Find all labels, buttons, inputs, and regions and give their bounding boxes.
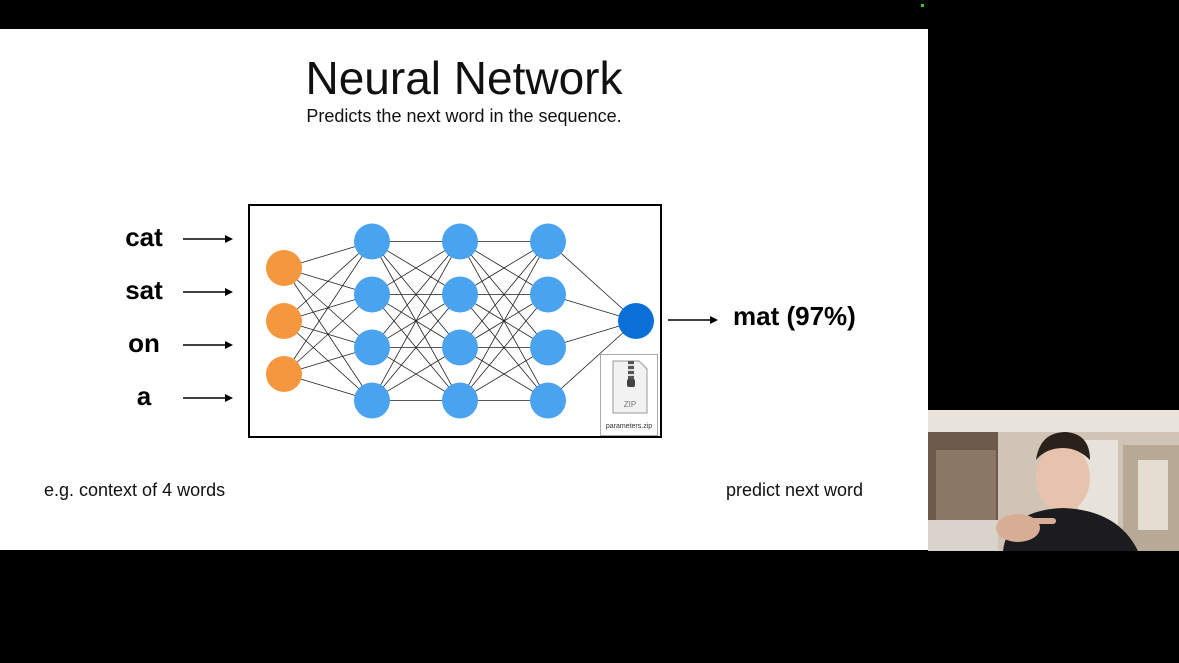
arrow-icon bbox=[183, 288, 233, 296]
hidden-node bbox=[530, 276, 566, 313]
status-indicator bbox=[921, 4, 924, 7]
zip-badge: ZIP bbox=[624, 400, 636, 409]
hidden-node bbox=[442, 382, 478, 419]
input-word-2: sat bbox=[125, 275, 163, 305]
network-edge bbox=[371, 241, 461, 348]
zip-file-icon: ZIP bbox=[612, 360, 648, 414]
slide-subtitle: Predicts the next word in the sequence. bbox=[306, 106, 622, 126]
hidden-node bbox=[442, 329, 478, 366]
hidden-node bbox=[354, 329, 390, 366]
network-edge bbox=[371, 241, 461, 401]
network-edge bbox=[371, 294, 461, 401]
parameters-file: ZIP parameters.zip bbox=[600, 354, 658, 436]
arrow-icon bbox=[183, 394, 233, 402]
input-node bbox=[266, 356, 302, 392]
network-edge bbox=[283, 241, 373, 375]
input-word-1: cat bbox=[125, 222, 163, 252]
context-note: e.g. context of 4 words bbox=[44, 480, 226, 500]
network-edge bbox=[283, 294, 373, 375]
network-edge bbox=[459, 241, 549, 348]
hidden-node bbox=[530, 382, 566, 419]
network-edge bbox=[283, 241, 373, 322]
hidden-node bbox=[354, 382, 390, 419]
network-edge bbox=[547, 320, 637, 401]
arrow-icon bbox=[668, 316, 718, 324]
slide: Neural Network Predicts the next word in… bbox=[0, 29, 928, 550]
parameters-file-name: parameters.zip bbox=[605, 423, 653, 430]
input-word-3: on bbox=[128, 328, 160, 358]
output-node bbox=[618, 303, 654, 339]
network-edge bbox=[459, 241, 549, 401]
network-edge bbox=[459, 294, 549, 401]
arrow-icon bbox=[183, 341, 233, 349]
presenter-image bbox=[928, 410, 1179, 551]
hidden-node bbox=[530, 223, 566, 260]
prediction-note: predict next word bbox=[726, 480, 864, 500]
presenter-video bbox=[928, 410, 1179, 551]
hidden-node bbox=[442, 276, 478, 313]
network-graph bbox=[266, 223, 654, 419]
hidden-node bbox=[354, 276, 390, 313]
network-edge bbox=[547, 241, 637, 322]
hidden-node bbox=[530, 329, 566, 366]
hidden-node bbox=[442, 223, 478, 260]
hidden-node bbox=[354, 223, 390, 260]
input-node bbox=[266, 250, 302, 286]
slide-title: Neural Network bbox=[305, 52, 623, 104]
input-word-4: a bbox=[136, 381, 152, 411]
input-node bbox=[266, 303, 302, 339]
output-word: mat (97%) bbox=[733, 301, 856, 331]
arrow-icon bbox=[183, 235, 233, 243]
neural-network-diagram: ZIP parameters.zip bbox=[248, 204, 662, 438]
